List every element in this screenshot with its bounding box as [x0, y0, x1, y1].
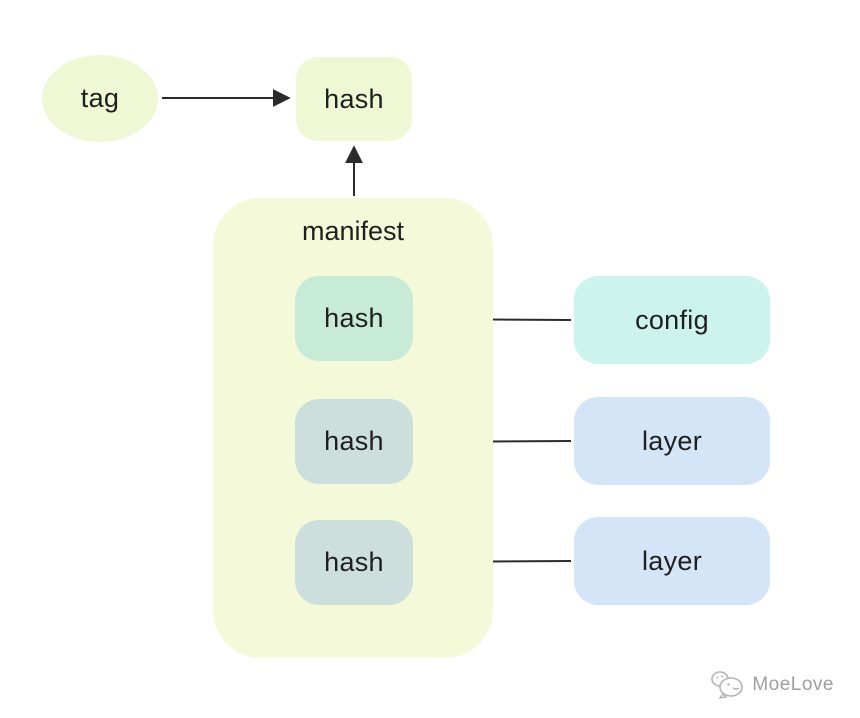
- node-manifest-hash-config-label: hash: [324, 303, 384, 333]
- node-layer-2: layer: [574, 517, 770, 605]
- node-manifest-hash-config: hash: [295, 276, 413, 361]
- watermark-label: MoeLove: [752, 674, 834, 695]
- node-manifest-label: manifest: [301, 216, 405, 246]
- node-manifest-hash-layer-2: hash: [295, 520, 413, 605]
- moelove-logo-icon: [711, 671, 744, 699]
- node-layer-1: layer: [574, 397, 770, 485]
- node-tag: tag: [42, 55, 158, 142]
- node-manifest-hash-layer-1-label: hash: [324, 426, 384, 456]
- node-tag-label: tag: [80, 83, 120, 113]
- node-layer-2-label: layer: [641, 545, 703, 576]
- watermark: MoeLove: [710, 670, 834, 700]
- node-top-hash: hash: [296, 57, 412, 141]
- node-config: config: [574, 276, 770, 364]
- node-manifest-hash-layer-1: hash: [295, 399, 413, 484]
- node-layer-1-label: layer: [641, 425, 703, 456]
- node-manifest-hash-layer-2-label: hash: [324, 547, 384, 577]
- node-top-hash-label: hash: [324, 83, 384, 114]
- node-config-label: config: [635, 304, 709, 335]
